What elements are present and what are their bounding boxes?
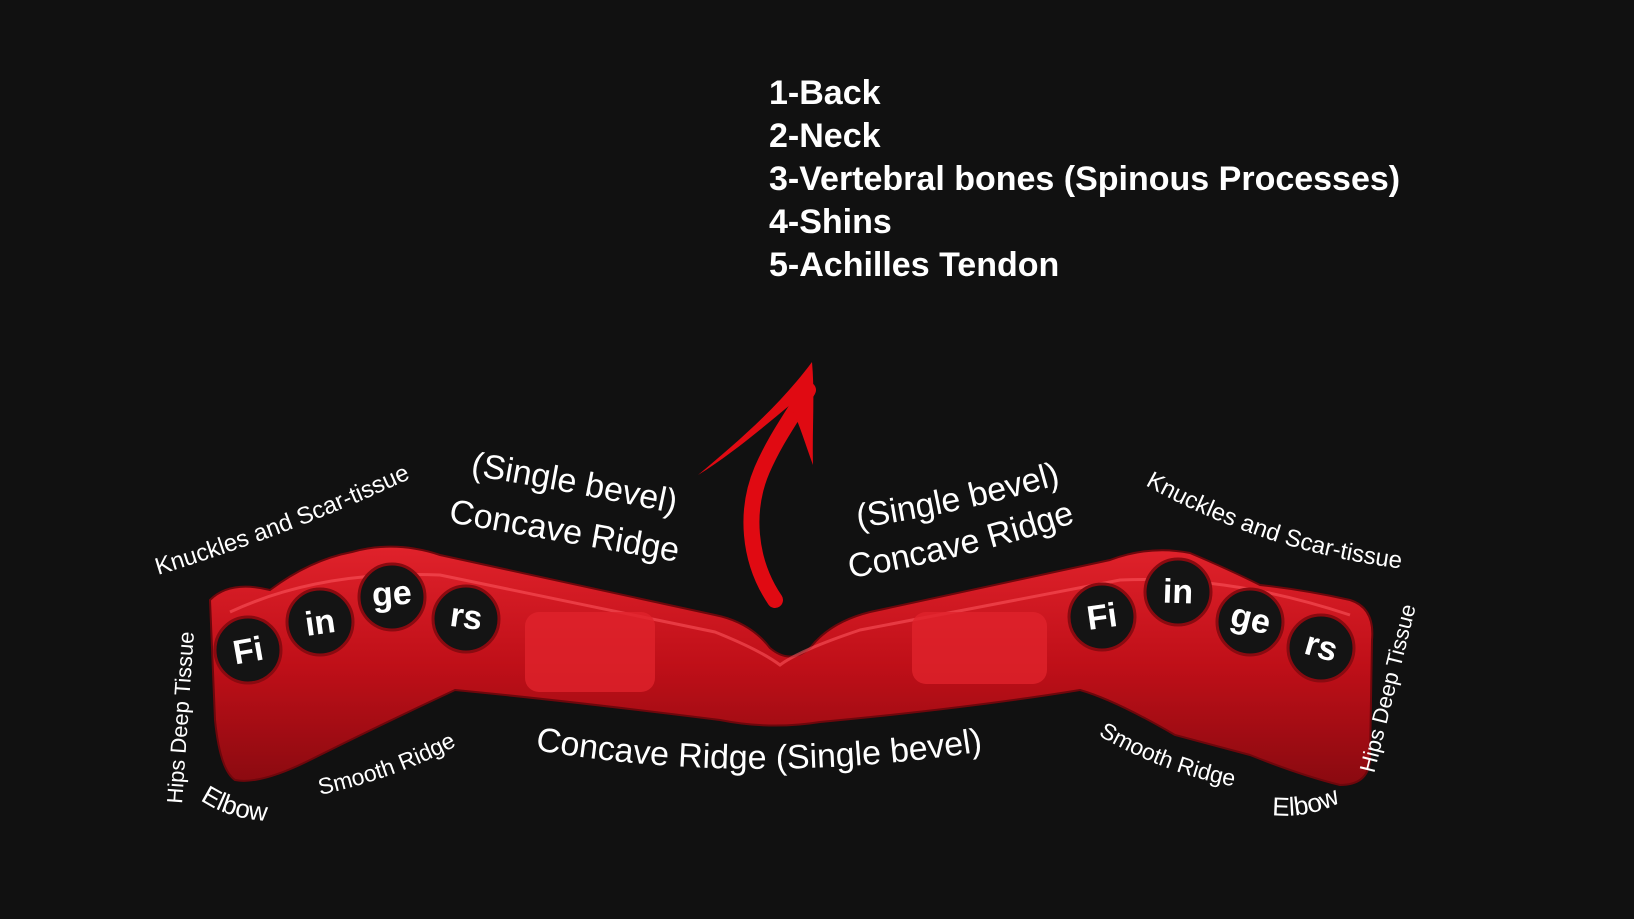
use-item-back: 1-Back [769, 74, 881, 112]
finger-hole-left-2 [285, 587, 355, 657]
finger-label-right-3: ge [1227, 596, 1275, 642]
tool-pad-right [912, 612, 1047, 684]
tool-highlight [229, 573, 1351, 667]
finger-hole-right-3 [1215, 587, 1285, 657]
left-elbow-label: Elbow [197, 779, 269, 827]
finger-hole-right-1 [1067, 582, 1137, 652]
finger-hole-right-4 [1286, 613, 1356, 683]
bottom-ridge-label: Concave Ridge (Single bevel) [534, 720, 985, 776]
use-item-achilles: 5-Achilles Tendon [769, 246, 1060, 284]
tool-pad-left [525, 612, 655, 692]
finger-label-left-3: ge [371, 574, 413, 615]
finger-hole-left-3 [357, 562, 427, 632]
left-hips-label: Hips Deep Tissue [162, 631, 199, 805]
use-item-vertebral: 3-Vertebral bones (Spinous Processes) [769, 160, 1401, 198]
finger-hole-left-1 [213, 615, 283, 685]
finger-label-right-1: Fi [1084, 596, 1119, 638]
finger-label-left-4: rs [448, 596, 485, 638]
uses-list: 1-Back 2-Neck 3-Vertebral bones (Spinous… [769, 72, 1400, 287]
finger-label-left-2: in [303, 602, 338, 644]
finger-hole-right-2 [1143, 557, 1213, 627]
use-item-shins: 4-Shins [769, 203, 892, 241]
arrow-shaft [743, 382, 816, 608]
finger-holes-right: Fi in ge rs [1067, 557, 1356, 683]
finger-label-left-1: Fi [230, 630, 266, 673]
finger-holes-left: Fi in ge rs [213, 562, 501, 685]
finger-hole-left-4 [431, 584, 501, 654]
right-elbow-label: Elbow [1272, 780, 1344, 822]
use-item-neck: 2-Neck [769, 117, 881, 155]
finger-label-right-2: in [1162, 572, 1194, 611]
